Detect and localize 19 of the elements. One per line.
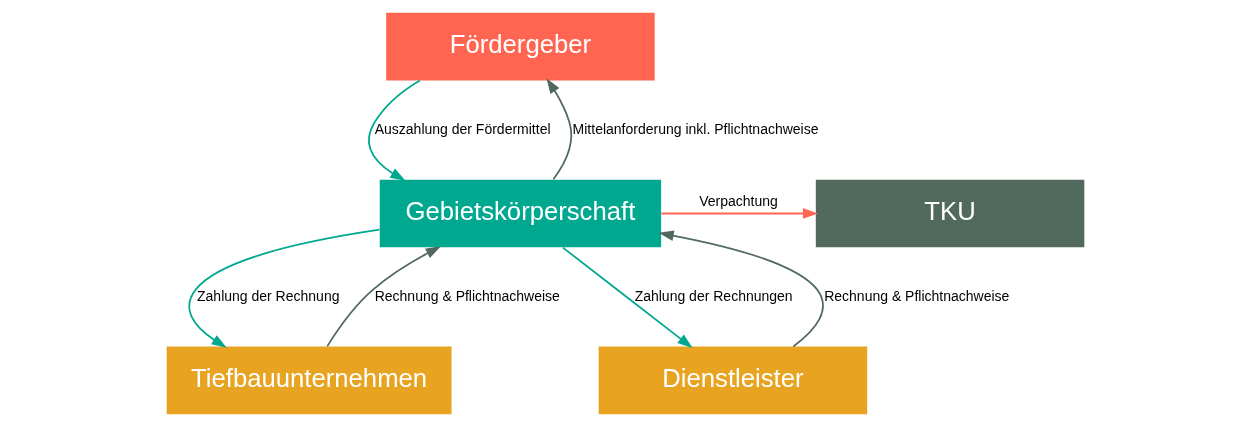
edge-label: Rechnung & Pflichtnachweise [823,287,1009,304]
arrow [660,208,818,219]
edge-label: Zahlung der Rechnung [196,287,339,304]
edge-label: Zahlung der Rechnungen [634,287,793,304]
edge-label: Auszahlung der Fördermittel [374,120,551,137]
arrow [658,230,824,348]
arrow [545,78,572,181]
arrow [187,228,380,348]
node-box: TKU [815,179,1084,248]
arrow [367,79,421,181]
edge-label: Rechnung & Pflichtnachweise [374,287,560,304]
node-box: Tiefbauunternehmen [166,346,452,415]
edge-label: Mittelanforderung inkl. Pflichtnachweise [572,120,818,137]
arrow [561,246,693,349]
node-box: Gebietskörperschaft [379,179,661,248]
node-box: Fördergeber [385,12,655,81]
node-box: Dienstleister [598,346,867,415]
arrow [325,246,441,348]
edge-label: Verpachtung [698,193,778,210]
